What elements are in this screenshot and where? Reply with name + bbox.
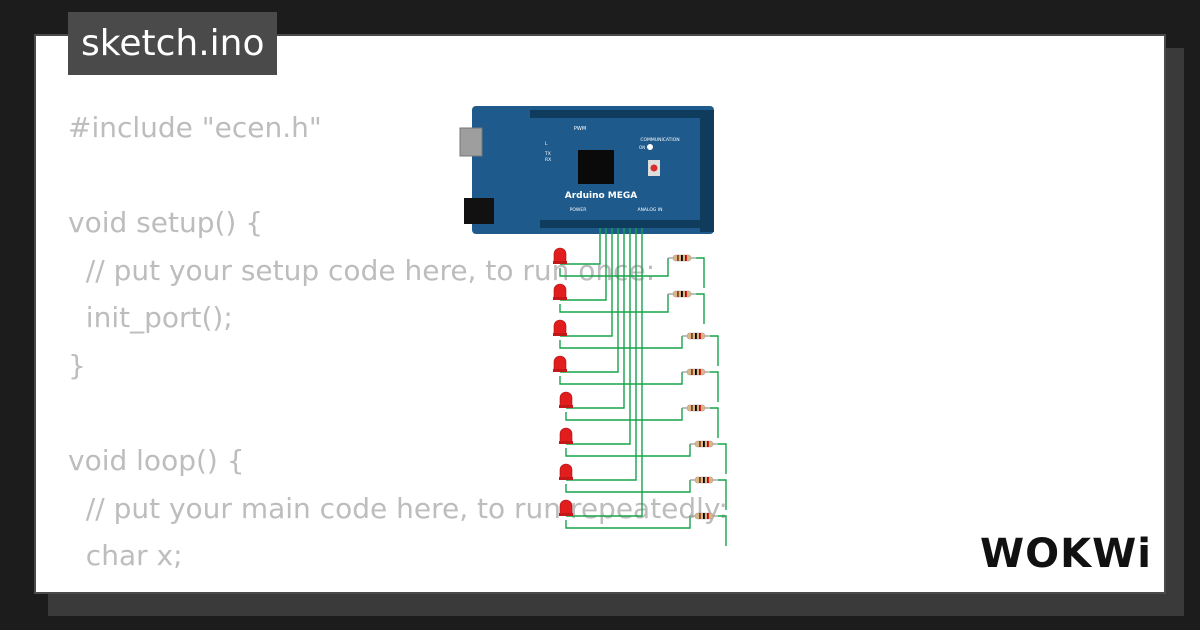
board-name: Arduino MEGA <box>565 191 638 201</box>
led[interactable] <box>559 463 573 480</box>
resistor[interactable] <box>682 368 710 376</box>
wire <box>565 516 691 529</box>
code-line: } <box>68 348 86 382</box>
wire <box>696 257 705 288</box>
arduino-mega-board[interactable]: Arduino MEGA PWM COMMUNICATION POWER ANA… <box>459 106 714 234</box>
wire <box>560 228 601 265</box>
code-line: char x; <box>68 539 183 573</box>
wire <box>566 228 643 517</box>
right-header <box>700 110 714 232</box>
wire <box>710 407 719 438</box>
code-line: #include "ecen.h" <box>68 111 322 144</box>
resistor-group <box>668 254 718 520</box>
resistor[interactable] <box>668 254 696 262</box>
wire <box>696 293 705 324</box>
wire <box>710 371 719 402</box>
on-led <box>647 144 653 150</box>
code-line: void loop() { <box>68 444 245 478</box>
usb-port <box>459 127 483 157</box>
wire <box>559 258 669 277</box>
communication-label: COMMUNICATION <box>640 137 679 143</box>
led[interactable] <box>553 247 567 264</box>
wire <box>566 228 637 481</box>
wire <box>566 228 631 445</box>
on-led-label: ON <box>639 145 645 150</box>
rx-label: RX <box>545 157 551 163</box>
code-line: // put your main code here, to run repea… <box>68 491 728 525</box>
power-jack <box>464 198 494 224</box>
wire <box>559 294 669 313</box>
reset-button-cap <box>650 164 658 172</box>
led-group <box>553 247 573 516</box>
wire <box>559 336 683 349</box>
pwm-label: PWM <box>574 126 586 132</box>
analog-in-label: ANALOG IN <box>637 207 662 213</box>
led[interactable] <box>553 355 567 372</box>
l-led-label: L <box>545 141 548 147</box>
sketch-filename-badge: sketch.ino <box>68 12 278 75</box>
top-header <box>530 110 700 118</box>
led[interactable] <box>553 283 567 300</box>
code-line: // put your setup code here, to run once… <box>68 253 656 287</box>
resistor[interactable] <box>668 290 696 298</box>
resistor[interactable] <box>690 440 718 448</box>
resistor[interactable] <box>682 404 710 412</box>
led[interactable] <box>559 391 573 408</box>
wire-group <box>559 228 727 546</box>
wire <box>718 443 727 474</box>
led[interactable] <box>559 427 573 444</box>
code-editor: #include "ecen.h" void setup() { // put y… <box>68 104 728 580</box>
tx-label: TX <box>544 151 551 157</box>
mcu-chip <box>578 150 614 184</box>
wire <box>565 408 683 421</box>
wire <box>565 444 691 457</box>
wire <box>718 515 727 546</box>
code-line: void setup() { <box>68 206 264 240</box>
resistor[interactable] <box>682 332 710 340</box>
wire <box>560 228 613 337</box>
code-line: init_port(); <box>68 301 233 335</box>
wire <box>560 228 619 373</box>
wokwi-logo-text: WOKWi <box>980 531 1150 577</box>
wire <box>560 228 607 301</box>
led[interactable] <box>553 319 567 336</box>
resistor[interactable] <box>690 476 718 484</box>
wire <box>710 335 719 366</box>
wire <box>565 480 691 493</box>
power-label: POWER <box>570 207 587 213</box>
wokwi-logo: WOKWi <box>980 531 1150 577</box>
wire <box>566 228 625 409</box>
led[interactable] <box>559 499 573 516</box>
bottom-header <box>540 220 700 228</box>
circuit-diagram: Arduino MEGA PWM COMMUNICATION POWER ANA… <box>459 106 727 546</box>
wire <box>718 479 727 510</box>
resistor[interactable] <box>690 512 718 520</box>
wire <box>559 372 683 385</box>
